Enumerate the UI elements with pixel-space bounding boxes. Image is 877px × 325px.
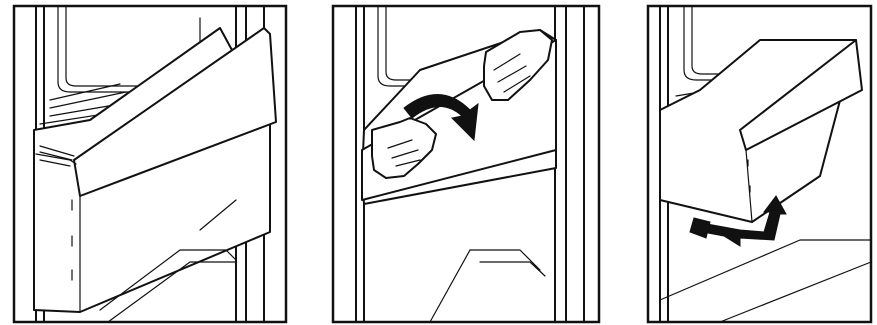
panel-3-remove-drawer	[648, 6, 871, 322]
panel-2-lift-drawer	[333, 6, 599, 322]
panel-1-drawer-pulled-out	[14, 6, 286, 322]
